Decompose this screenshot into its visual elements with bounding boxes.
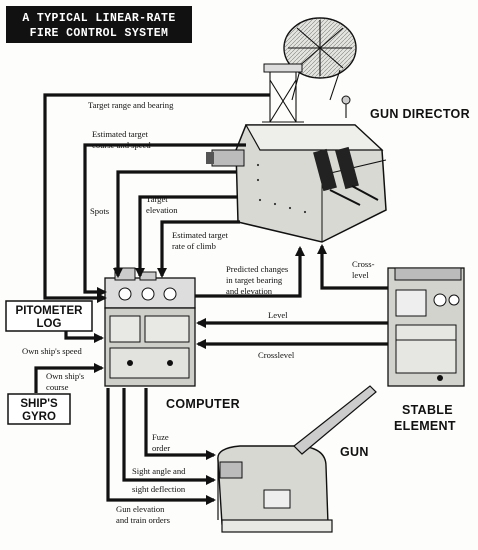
label-level: Level (268, 310, 288, 320)
label-course-speed-2: course and speed (92, 140, 151, 150)
label-gun-director: GUN DIRECTOR (370, 107, 470, 121)
pitometer-log-box: PITOMETER LOG (5, 300, 93, 332)
label-own-course-1: Own ship's (46, 371, 85, 381)
label-rate-of-climb-1: Estimated target (172, 230, 229, 240)
label-gun: GUN (340, 445, 369, 459)
label-target-elevation-1: Target (146, 194, 168, 204)
line-rate-of-climb (156, 220, 240, 279)
label-sight-deflection: sight deflection (132, 484, 186, 494)
label-fuze-1: Fuze (152, 432, 169, 442)
line-gun-orders (106, 388, 217, 506)
label-target-elevation-2: elevation (146, 205, 178, 215)
label-target-range: Target range and bearing (88, 100, 174, 110)
component-labels: GUN DIRECTOR COMPUTER STABLE ELEMENT GUN (166, 107, 470, 459)
label-predicted-3: and elevation (226, 286, 273, 296)
label-computer: COMPUTER (166, 397, 240, 411)
line-fuze-order (144, 388, 217, 461)
label-course-speed-1: Estimated target (92, 129, 149, 139)
label-predicted-2: in target bearing (226, 275, 283, 285)
pitometer-log-line-1: PITOMETER (16, 305, 84, 317)
line-predicted-changes (195, 245, 306, 298)
label-cross-level-2: level (352, 270, 369, 280)
ships-gyro-box: SHIP'S GYRO (7, 393, 71, 425)
label-own-speed: Own ship's speed (22, 346, 82, 356)
line-target-range (43, 93, 270, 304)
stable-element-equipment (387, 267, 465, 387)
line-target-elevation (134, 195, 238, 279)
label-fuze-2: order (152, 443, 170, 453)
line-cross-level-director (316, 243, 388, 290)
ships-gyro-line-2: GYRO (22, 411, 56, 423)
label-stable-line-2: ELEMENT (394, 419, 456, 433)
label-spots: Spots (90, 206, 110, 216)
title-background (6, 6, 192, 43)
line-spots (112, 170, 236, 279)
pitometer-log-frame (5, 300, 93, 332)
label-own-course-2: course (46, 382, 69, 392)
line-sight (122, 388, 217, 486)
label-rate-of-climb-2: rate of climb (172, 241, 216, 251)
ships-gyro-frame (7, 393, 71, 425)
label-gun-orders-1: Gun elevation (116, 504, 165, 514)
label-predicted-1: Predicted changes (226, 264, 289, 274)
computer-equipment (104, 267, 196, 387)
signal-labels: Target range and bearing Estimated targe… (22, 100, 375, 525)
label-sight-angle: Sight angle and (132, 466, 186, 476)
title-block: A TYPICAL LINEAR-RATE FIRE CONTROL SYSTE… (6, 6, 192, 43)
title-line-2: FIRE CONTROL SYSTEM (30, 27, 169, 40)
ships-gyro-line-1: SHIP'S (20, 398, 58, 410)
line-course-speed (83, 143, 246, 298)
gun-director-equipment (206, 17, 387, 243)
pitometer-log-line-2: LOG (37, 318, 62, 330)
label-stable-line-1: STABLE (402, 403, 453, 417)
label-cross-level-1: Cross- (352, 259, 375, 269)
label-gun-orders-2: and train orders (116, 515, 171, 525)
gun-equipment (217, 385, 377, 533)
label-crosslevel: Crosslevel (258, 350, 295, 360)
title-line-1: A TYPICAL LINEAR-RATE (22, 12, 175, 25)
line-own-course (34, 362, 105, 393)
